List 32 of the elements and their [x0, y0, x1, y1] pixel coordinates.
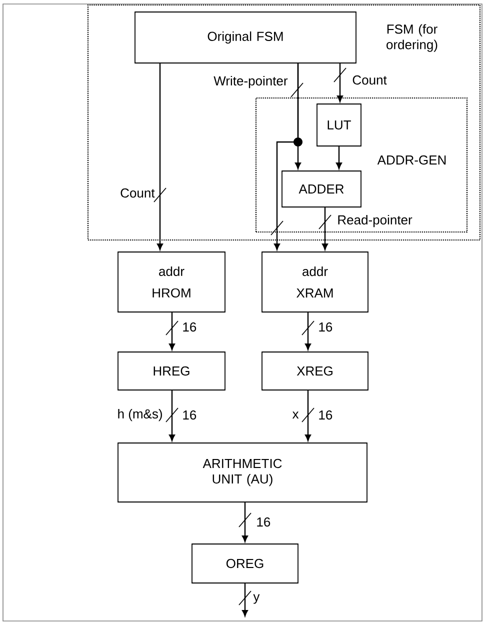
arrow — [169, 312, 175, 350]
edge-label: Write-pointer — [214, 76, 288, 88]
arrow — [305, 312, 311, 350]
block-box: XREG — [262, 352, 368, 390]
edge-label: Count — [352, 75, 387, 85]
block-box: addr HROM — [118, 252, 226, 312]
arrow — [336, 146, 342, 170]
edge-label: y — [253, 594, 260, 604]
arrow — [337, 63, 343, 102]
bus-width-label: 16 — [319, 410, 332, 420]
arrow — [157, 63, 163, 250]
block-box: Original FSM — [134, 12, 356, 64]
block-box: LUT — [316, 104, 362, 146]
block-box: addr XRAM — [262, 252, 368, 312]
arrow — [242, 502, 248, 542]
block-box: HREG — [118, 352, 226, 390]
edge-label: x — [292, 412, 299, 418]
arrow — [305, 390, 311, 442]
block-box: ADDER — [282, 170, 362, 208]
arrow — [242, 583, 248, 616]
bus-width-label: 16 — [183, 410, 196, 420]
block-box: ARITHMETIC UNIT (AU) — [118, 442, 368, 502]
block-box: OREG — [192, 544, 298, 584]
arrow — [169, 390, 175, 442]
edge-label: 16 — [257, 517, 270, 527]
edge-label: 16 — [319, 322, 332, 332]
arrow — [274, 63, 299, 250]
edge-label: 16 — [183, 322, 196, 332]
edge-label: Count — [120, 188, 155, 198]
edge-label: Read-pointer — [338, 214, 412, 228]
edge-label: h (m&s) — [118, 408, 162, 422]
arrow — [322, 207, 328, 250]
